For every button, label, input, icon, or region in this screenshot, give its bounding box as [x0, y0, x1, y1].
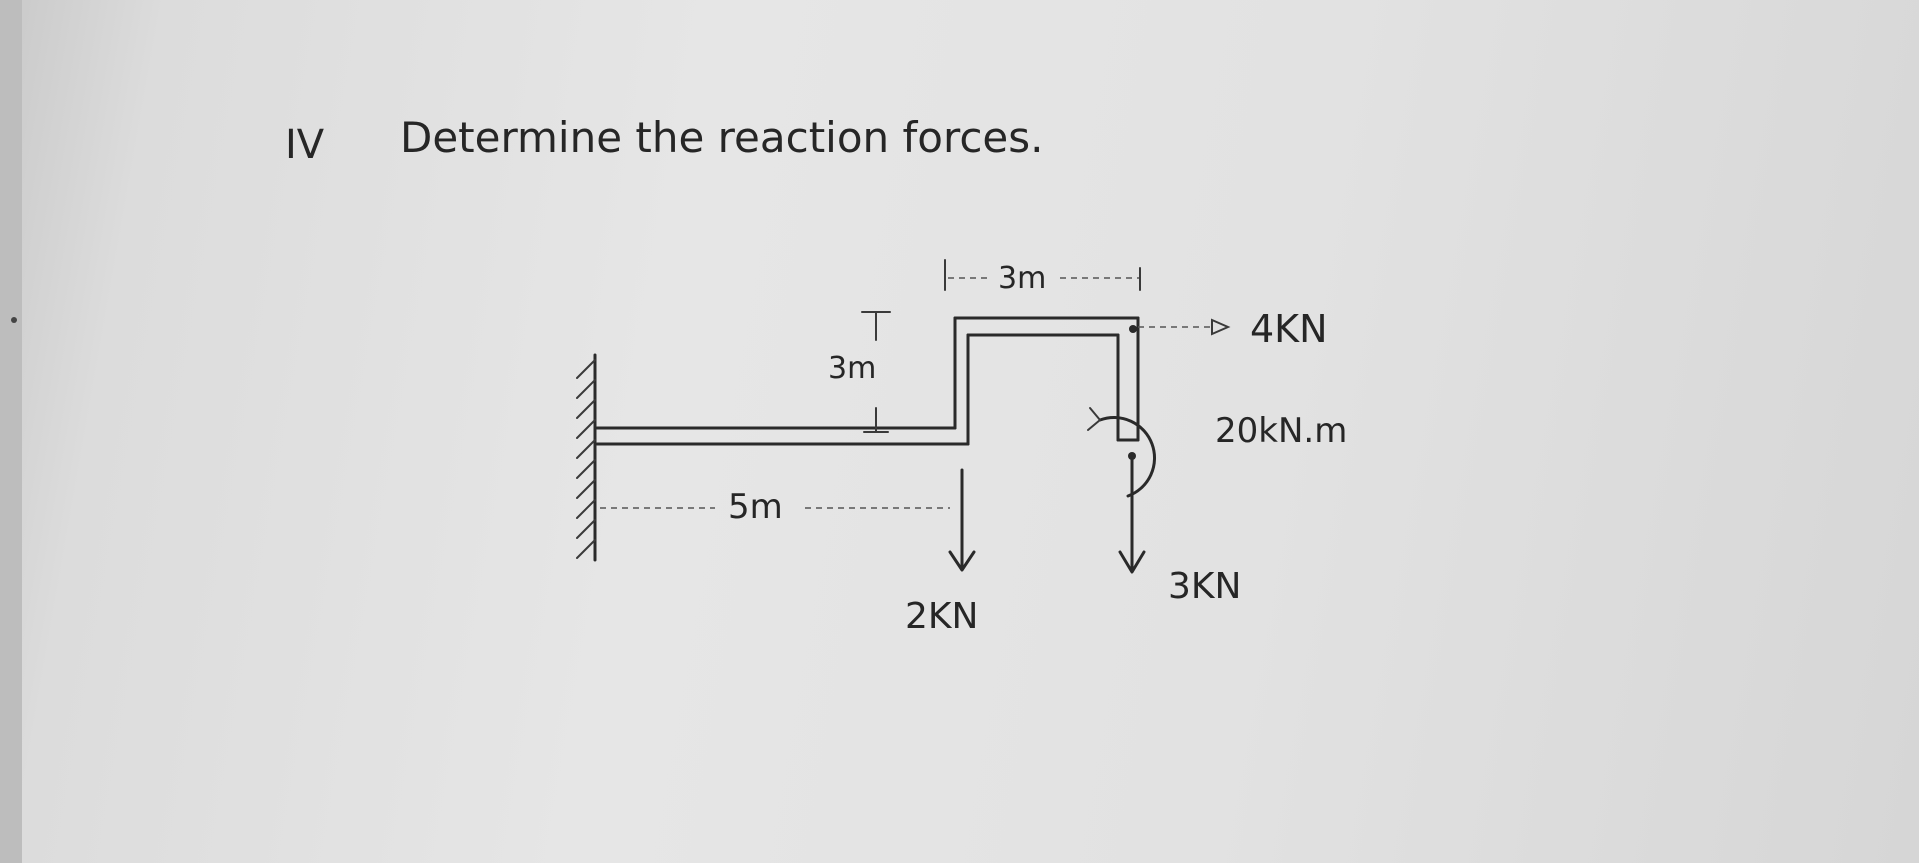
pin-joint-bottom [1128, 452, 1136, 460]
vertical-post [953, 316, 970, 446]
moment-label: 20kN.m [1215, 411, 1347, 451]
fixed-wall-support [576, 353, 597, 562]
load-3kn-label: 3KN [1168, 566, 1241, 607]
moment-symbol: 20kN.m [1087, 407, 1347, 498]
hanging-member [1116, 316, 1140, 460]
dimension-top-length-label: 3m [998, 261, 1046, 296]
top-beam [953, 316, 1140, 337]
pin-joint-top [1129, 325, 1137, 333]
screen-dot [11, 317, 17, 323]
dimension-height-label: 3m [828, 351, 876, 386]
dimension-top-length: 3m [944, 259, 1141, 296]
dimension-height: 3m [828, 311, 891, 433]
problem-statement: Determine the reaction forces. [400, 113, 1044, 162]
load-2kn-arrow: 2KN [905, 468, 978, 637]
horizontal-force-arrow: 4KN [1138, 307, 1328, 351]
load-3kn-arrow: 3KN [1118, 458, 1241, 607]
dimension-beam-length-label: 5m [728, 487, 783, 527]
horizontal-force-label: 4KN [1250, 307, 1328, 351]
problem-numeral: IV [285, 122, 325, 168]
dimension-beam-length: 5m [600, 487, 950, 527]
monitor-left-bezel [0, 0, 22, 863]
horizontal-beam [595, 426, 970, 446]
load-2kn-label: 2KN [905, 596, 978, 637]
